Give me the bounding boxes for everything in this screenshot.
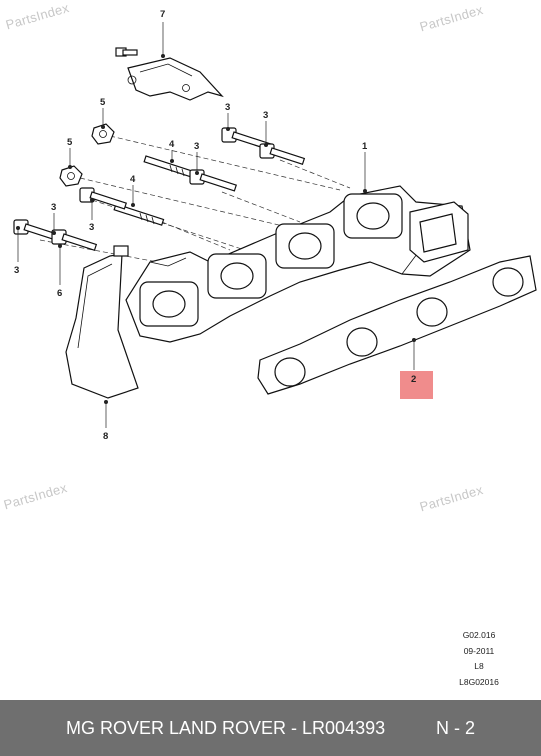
callout-label: 4: [130, 174, 136, 185]
callout-label: 8: [103, 431, 108, 442]
highlight-box: [400, 371, 433, 399]
callout-label: 3: [51, 202, 56, 213]
drawing-code: G02.016: [462, 630, 496, 640]
footer-bar: MG ROVER LAND ROVER - LR004393 N - 2: [0, 700, 541, 756]
footer-page: N - 2: [435, 717, 475, 738]
manifold-flange-4: [343, 193, 403, 239]
stud-bolt: [143, 155, 195, 178]
stud-bolt: [113, 203, 165, 226]
callout-label: 3: [14, 265, 19, 276]
upper-heat-shield: [127, 57, 224, 101]
manifold-flange-2: [207, 253, 267, 299]
manifold-flange-3: [275, 223, 335, 269]
drawing-date: 09-2011: [463, 645, 495, 656]
flange-bolt: [79, 187, 127, 210]
callout-label: 4: [169, 139, 175, 150]
callout-label: 6: [57, 288, 62, 299]
exploded-parts-diagram: 7 5 3 3 1 5 4 3 4 3 3 3 6 8 2: [13, 9, 537, 442]
callout-label: 5: [67, 137, 73, 148]
manifold-gasket: [257, 255, 537, 395]
callout-label: 3: [89, 222, 94, 233]
leader-lines: [16, 22, 416, 428]
callout-label: 3: [263, 110, 268, 121]
footer-title: MG ROVER LAND ROVER - LR004393: [66, 717, 386, 738]
drawing-reference-block: G02.016 09-2011 L8 L8G02016: [439, 628, 519, 690]
callout-label: 5: [100, 97, 106, 108]
lower-heat-shield: [65, 245, 139, 399]
flange-nut: [59, 165, 83, 187]
model-code: L8: [474, 661, 484, 671]
manifold-flange-1: [139, 281, 199, 327]
callout-label: 2: [411, 374, 416, 385]
flange-bolt: [13, 219, 61, 242]
exhaust-manifold: [125, 185, 471, 343]
shield-bolt: [115, 47, 138, 57]
callout-label: 3: [225, 102, 230, 113]
manifold-outlet-flange: [409, 201, 469, 263]
callout-label: 7: [160, 9, 165, 20]
callout-label: 1: [362, 141, 368, 152]
drawing-id: L8G02016: [459, 676, 499, 687]
callout-label: 3: [194, 141, 199, 152]
flange-nut: [91, 123, 115, 145]
